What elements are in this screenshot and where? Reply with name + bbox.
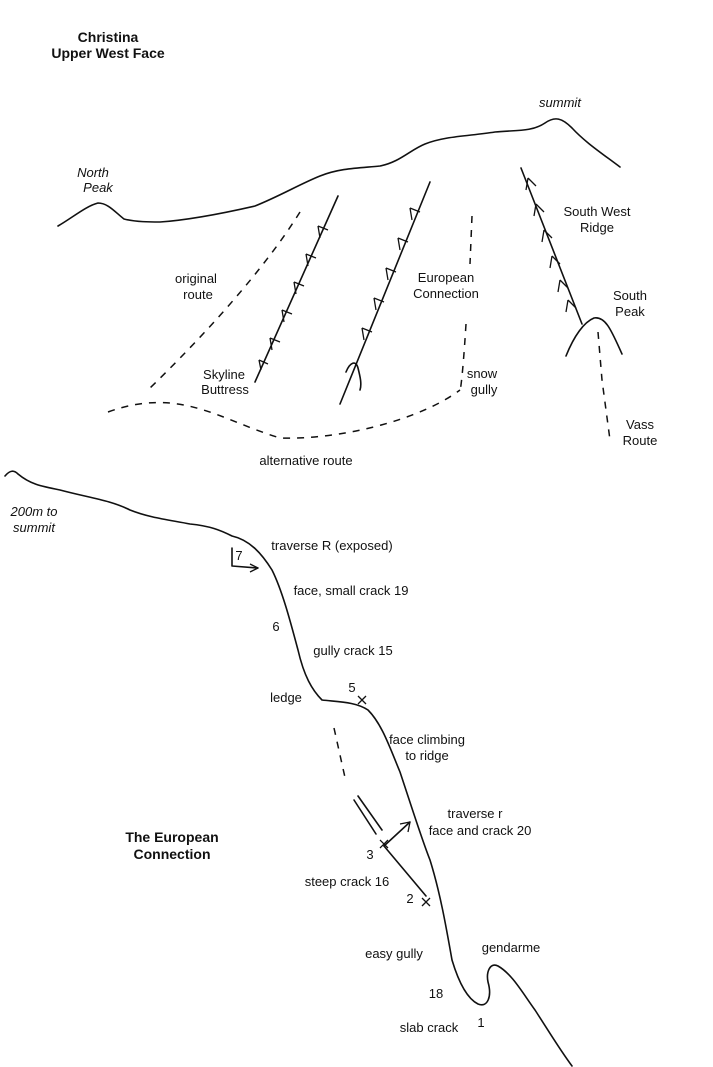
pitch-3-arrowhead xyxy=(399,821,411,833)
pitch-number-6: 6 xyxy=(272,619,279,634)
pitch-number-1: 1 xyxy=(477,1015,484,1030)
original-route-label-2: route xyxy=(183,287,213,302)
snow-gully-label-2: gully xyxy=(471,382,498,397)
summit-label: summit xyxy=(539,95,582,110)
pitch-3-crack-line xyxy=(383,845,427,897)
european-connection-base xyxy=(345,362,362,391)
traverse-exposed-label: traverse R (exposed) xyxy=(271,538,392,553)
pitch-number-3: 3 xyxy=(366,847,373,862)
vass-route-label-2: Route xyxy=(623,433,658,448)
european-connection-arrows xyxy=(361,207,421,341)
alternative-route-label: alternative route xyxy=(259,453,352,468)
south-west-ridge-label-2: Ridge xyxy=(580,220,614,235)
traverse-r-label-1: traverse r xyxy=(448,806,504,821)
gendarme-label: gendarme xyxy=(482,940,541,955)
european-connection-label-2: Connection xyxy=(413,286,479,301)
gully-crack-label: gully crack 15 xyxy=(313,643,392,658)
skyline-buttress-label-2: Buttress xyxy=(201,382,249,397)
ridge-profile-line xyxy=(4,470,573,1067)
south-peak-outline xyxy=(565,317,623,357)
south-west-ridge-arrows xyxy=(525,177,577,313)
slab-crack-label: slab crack xyxy=(400,1020,459,1035)
vass-route-label-1: Vass xyxy=(626,417,654,432)
pitch-number-7: 7 xyxy=(235,548,242,563)
skyline-buttress-route xyxy=(254,195,339,383)
belay-5-marker xyxy=(357,695,367,705)
double-crack-left xyxy=(353,799,377,835)
european-connection-label-1: European xyxy=(418,270,474,285)
pitch-7-arrow xyxy=(249,563,259,573)
ledge-label: ledge xyxy=(270,690,302,705)
north-peak-label-2: Peak xyxy=(83,180,114,195)
pitch-7-traverse xyxy=(231,547,259,569)
pitch-number-5: 5 xyxy=(348,680,355,695)
face-small-crack-label: face, small crack 19 xyxy=(294,583,409,598)
snow-gully-label-1: snow xyxy=(467,366,498,381)
skyline-buttress-arrows xyxy=(258,225,329,371)
topo-title-line2: Connection xyxy=(134,846,211,862)
face-climbing-label-1: face climbing xyxy=(389,732,465,747)
belay-2-marker xyxy=(421,897,431,907)
original-route-dashed xyxy=(147,211,301,391)
topo-title-line1: The European xyxy=(125,829,218,845)
original-route-label-1: original xyxy=(175,271,217,286)
face-climbing-label-2: to ridge xyxy=(405,748,448,763)
belay-3-marker xyxy=(379,839,389,849)
double-crack-right xyxy=(357,795,383,831)
grade-18-label: 18 xyxy=(429,986,443,1001)
european-connection-route xyxy=(339,181,431,405)
north-peak-label-1: North xyxy=(77,165,109,180)
overview-title-line1: Christina xyxy=(78,29,139,45)
skyline-ridgeline xyxy=(57,118,621,227)
distance-label-2: summit xyxy=(13,520,56,535)
south-west-ridge-label-1: South West xyxy=(564,204,631,219)
distance-label-1: 200m to xyxy=(10,504,58,519)
pitch-topo: The European Connection 200m to summit 7… xyxy=(4,470,573,1067)
pitch-3-traverse-arrow xyxy=(383,821,411,847)
south-west-ridge-route xyxy=(520,167,583,325)
vass-route-dashed xyxy=(597,331,611,441)
south-peak-label-1: South xyxy=(613,288,647,303)
pitch-number-2: 2 xyxy=(406,891,413,906)
easy-gully-label: easy gully xyxy=(365,946,423,961)
upper-dotted-line xyxy=(333,727,347,783)
steep-crack-label: steep crack 16 xyxy=(305,874,390,889)
overview-title-line2: Upper West Face xyxy=(51,45,165,61)
alternative-route-dashed xyxy=(107,389,461,439)
traverse-r-label-2: face and crack 20 xyxy=(429,823,532,838)
south-peak-label-2: Peak xyxy=(615,304,645,319)
skyline-buttress-label-1: Skyline xyxy=(203,367,245,382)
overview-diagram: Christina Upper West Face summit North P… xyxy=(51,29,657,468)
